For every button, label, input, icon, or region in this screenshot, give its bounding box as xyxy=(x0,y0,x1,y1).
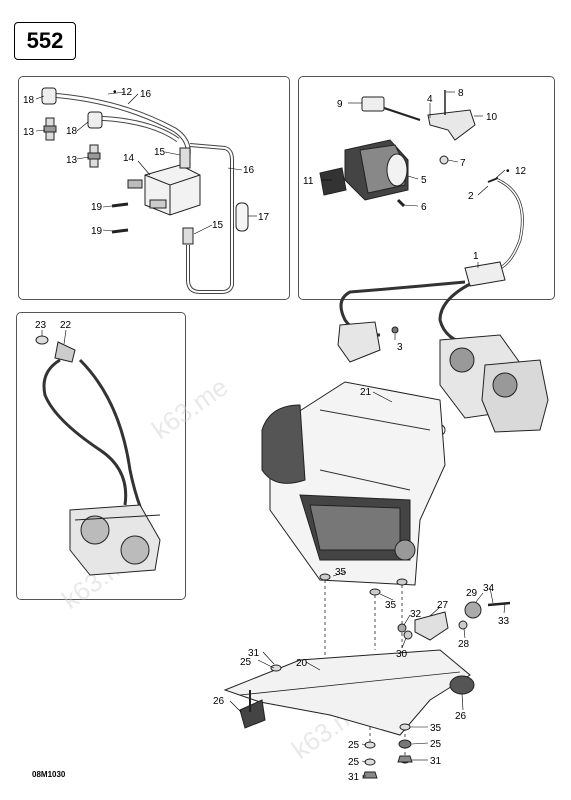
callout-19: 19 xyxy=(91,226,103,237)
drawing-code: 08M1030 xyxy=(32,770,66,779)
callout-20: 20 xyxy=(296,658,308,669)
callout-29: 29 xyxy=(466,588,478,599)
engine-assembly xyxy=(223,321,549,779)
ignition-leaders xyxy=(35,91,257,235)
callout-7: 7 xyxy=(460,158,466,169)
callout-32: 32 xyxy=(410,609,422,620)
callout-31: 31 xyxy=(248,648,260,659)
callout-35: 35 xyxy=(335,567,347,578)
alt-leaders xyxy=(41,329,67,345)
callout-31: 31 xyxy=(348,772,360,783)
callout-8: 8 xyxy=(458,88,464,99)
callout-30: 30 xyxy=(396,649,408,660)
callout-12: 12 xyxy=(515,166,527,177)
callout-26: 26 xyxy=(455,711,467,722)
alt-callouts: 23 22 xyxy=(35,320,72,331)
callout-3: 3 xyxy=(397,342,403,353)
callout-17: 17 xyxy=(258,212,270,223)
callout-4: 4 xyxy=(427,94,433,105)
callout-26: 26 xyxy=(213,696,225,707)
page-number: 552 xyxy=(26,28,64,53)
callout-19: 19 xyxy=(91,202,103,213)
throttle-components xyxy=(319,90,524,352)
callout-35: 35 xyxy=(430,723,442,734)
engine-leaders xyxy=(229,334,506,777)
callout-25: 25 xyxy=(348,740,360,751)
engine-callouts: 3 21 35 35 29 34 27 32 33 28 30 31 25 20… xyxy=(213,342,510,783)
callout-21: 21 xyxy=(360,387,372,398)
callout-16: 16 xyxy=(243,165,255,176)
callout-28: 28 xyxy=(458,639,470,650)
callout-27: 27 xyxy=(437,600,449,611)
callout-18: 18 xyxy=(66,126,78,137)
callout-15: 15 xyxy=(154,147,166,158)
callout-12: 12 xyxy=(121,87,133,98)
callout-34: 34 xyxy=(483,583,495,594)
callout-18: 18 xyxy=(23,95,35,106)
page-number-box: 552 xyxy=(14,22,76,60)
callout-11: 11 xyxy=(303,176,314,187)
callout-1: 1 xyxy=(473,251,479,262)
callout-23: 23 xyxy=(35,320,47,331)
callout-13: 13 xyxy=(66,155,78,166)
callout-25: 25 xyxy=(348,757,360,768)
callout-35: 35 xyxy=(385,600,397,611)
ignition-components xyxy=(41,87,249,294)
callout-15: 15 xyxy=(212,220,224,231)
callout-14: 14 xyxy=(123,153,135,164)
callout-25: 25 xyxy=(430,739,442,750)
callout-25: 25 xyxy=(240,657,252,668)
callout-6: 6 xyxy=(421,202,427,213)
alt-carburetor-components xyxy=(35,335,161,576)
callout-9: 9 xyxy=(337,99,343,110)
throttle-callouts: 9 4 8 10 7 11 5 • 12 2 6 1 xyxy=(303,88,527,262)
callout-31: 31 xyxy=(430,756,442,767)
svg-text:•: • xyxy=(506,166,510,177)
svg-text:•: • xyxy=(113,87,117,98)
watermark-1: k63.me xyxy=(146,371,233,444)
throttle-leaders xyxy=(322,91,506,268)
callout-2: 2 xyxy=(468,191,474,202)
callout-16: 16 xyxy=(140,89,152,100)
callout-5: 5 xyxy=(421,175,427,186)
callout-22: 22 xyxy=(60,320,72,331)
callout-13: 13 xyxy=(23,127,35,138)
ignition-callouts: 18 • 12 16 13 18 13 15 14 16 19 17 19 15 xyxy=(23,87,270,237)
callout-33: 33 xyxy=(498,616,510,627)
callout-10: 10 xyxy=(486,112,498,123)
